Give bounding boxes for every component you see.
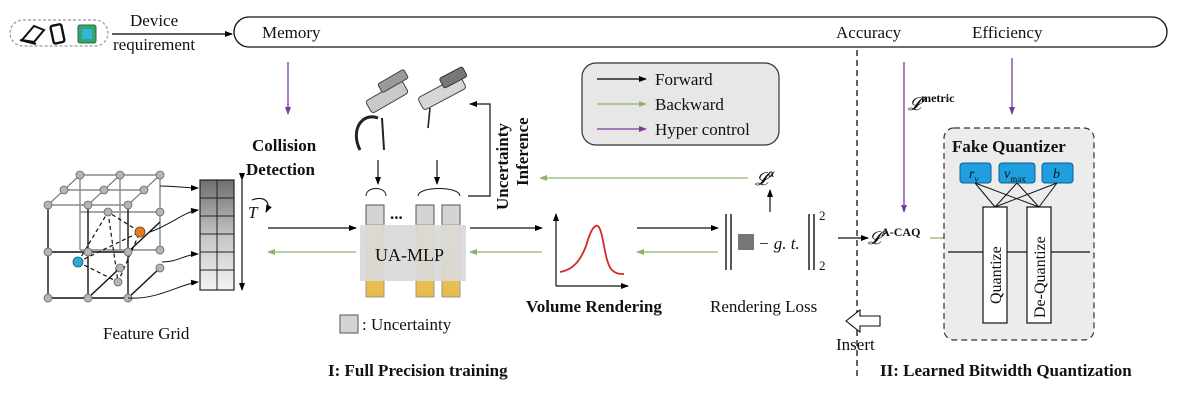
dots: ... — [390, 204, 403, 223]
volume-rendering-label: Volume Rendering — [526, 297, 662, 316]
uncertainty-swatch — [339, 314, 359, 334]
l-alpha-label: 𝓛α — [755, 166, 775, 189]
svg-text:b: b — [1053, 167, 1060, 182]
l-metric-label: 𝓛metric — [908, 91, 955, 114]
svg-text:vmax: vmax — [1004, 167, 1026, 184]
svg-text:rv: rv — [969, 167, 978, 184]
blue-sample-point — [72, 256, 84, 268]
fake-quantizer-title: Fake Quantizer — [952, 137, 1066, 156]
caption-learned-bitwidth: II: Learned Bitwidth Quantization — [880, 361, 1132, 380]
quantize-label: Quantize — [988, 246, 1005, 304]
collision-detection-label: Collision Detection — [246, 136, 321, 179]
norm-subscript: 2 — [819, 258, 826, 273]
laptop-icon — [19, 24, 46, 45]
device-icons — [9, 19, 109, 47]
legend: Forward Backward Hyper control — [581, 62, 780, 146]
insert-arrow-icon — [845, 308, 881, 334]
t-symbol: T — [248, 203, 259, 222]
quantize-block — [982, 206, 1008, 324]
norm-exponent: 2 — [819, 208, 826, 223]
robot-arm-icon — [354, 69, 409, 151]
ua-mlp-label: UA-MLP — [375, 245, 444, 265]
robot-arm-icon-2 — [418, 66, 468, 129]
uncertainty-inference-label: Uncertainty Inference — [493, 117, 532, 210]
chip-icon — [77, 24, 97, 44]
insert-label: Insert — [836, 335, 875, 354]
dequantize-label: De-Quantize — [1032, 236, 1049, 318]
legend-hyper-control: Hyper control — [655, 120, 750, 139]
l-caq-label: 𝓛A-CAQ — [868, 225, 920, 248]
volume-rendering-plot — [553, 213, 629, 289]
device-label: Device requirement — [113, 11, 195, 54]
rendering-loss-formula: − g. t. 2 2 — [725, 208, 826, 273]
phone-icon — [49, 23, 66, 45]
fake-quantizer-panel: Fake Quantizer rv vmax b Quantize De-Qua… — [943, 127, 1095, 341]
uncertainty-legend-label: : Uncertainty — [362, 315, 452, 334]
memory-label: Memory — [262, 23, 321, 42]
ua-mlp-block: ... UA-MLP — [360, 188, 466, 298]
hash-table — [199, 173, 245, 291]
efficiency-label: Efficiency — [972, 23, 1043, 42]
accuracy-label: Accuracy — [836, 23, 902, 42]
orange-sample-point — [134, 226, 146, 238]
requirement-bar — [233, 16, 1168, 48]
rendering-loss-label: Rendering Loss — [710, 297, 817, 316]
feature-grid-cube — [43, 170, 165, 303]
param-b — [1041, 162, 1074, 184]
dequantize-block — [1026, 206, 1052, 324]
legend-forward: Forward — [655, 70, 713, 89]
grid-to-table-arrows — [127, 184, 199, 299]
caption-full-precision: I: Full Precision training — [328, 361, 508, 380]
gt-text: − g. t. — [758, 234, 800, 253]
feature-grid-label: Feature Grid — [103, 324, 190, 343]
legend-backward: Backward — [655, 95, 724, 114]
